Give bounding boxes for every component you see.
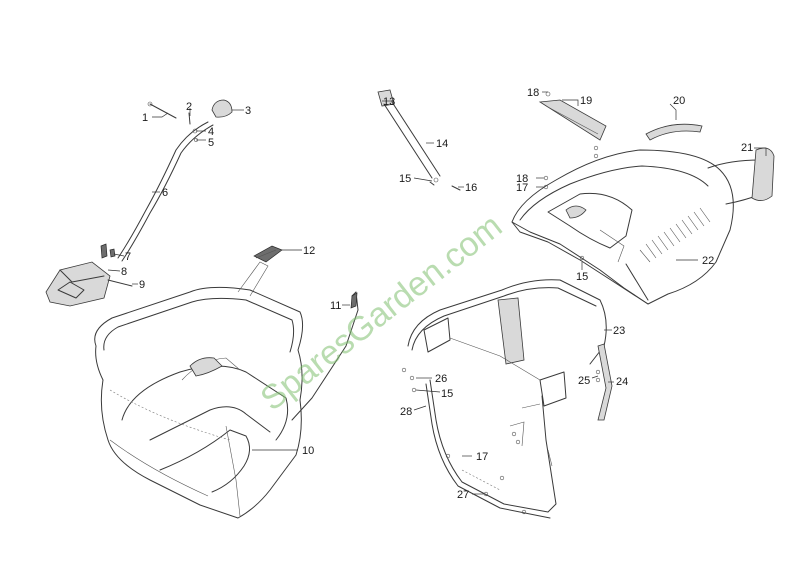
part-label-21: 21 xyxy=(741,142,753,154)
frame-screws xyxy=(401,367,527,515)
grass-box-lower xyxy=(94,261,304,519)
part-label-1: 1 xyxy=(142,112,148,124)
rear-cover-part-22 xyxy=(511,123,775,305)
watermark-logo: SparesGarden.com xyxy=(254,207,510,418)
part-label-18b: 18 xyxy=(516,173,528,185)
part-label-6: 6 xyxy=(162,187,168,199)
leader-lines xyxy=(107,91,767,495)
trim-part-19 xyxy=(538,91,607,141)
part-label-26: 26 xyxy=(435,373,447,385)
part-label-22: 22 xyxy=(702,255,714,267)
part-label-17a: 17 xyxy=(516,182,528,194)
part-label-11: 11 xyxy=(330,300,341,312)
part-label-12: 12 xyxy=(303,245,315,257)
height-adjust-lever-assembly xyxy=(45,99,233,307)
side-strip-part-24 xyxy=(595,343,613,421)
part-labels: 1 2 3 4 5 6 7 8 9 10 11 12 13 14 15 16 1… xyxy=(121,87,753,501)
part-label-8: 8 xyxy=(121,266,127,278)
part-label-10: 10 xyxy=(302,445,314,457)
frame-part-28 xyxy=(407,279,607,519)
handle-part-14 xyxy=(377,89,461,191)
part-label-2: 2 xyxy=(186,101,192,113)
part-label-28: 28 xyxy=(400,406,412,418)
part-label-23: 23 xyxy=(613,325,625,337)
part-label-18a: 18 xyxy=(527,87,539,99)
grip-part-12 xyxy=(253,245,283,263)
part-label-7: 7 xyxy=(125,251,131,263)
part-label-20: 20 xyxy=(673,95,685,107)
strip-part-11 xyxy=(291,291,359,421)
part-label-15b: 15 xyxy=(576,271,588,283)
part-label-17b: 17 xyxy=(476,451,488,463)
part-label-24: 24 xyxy=(616,376,628,388)
part-label-14: 14 xyxy=(436,138,448,150)
part-label-9: 9 xyxy=(139,279,145,291)
part-label-27: 27 xyxy=(457,489,469,501)
part-label-25: 25 xyxy=(578,375,590,387)
part-label-15c: 15 xyxy=(441,388,453,400)
part-label-13: 13 xyxy=(383,96,395,108)
part-label-19: 19 xyxy=(580,95,592,107)
cover-screws xyxy=(543,145,599,261)
part-label-16: 16 xyxy=(465,182,477,194)
part-label-5: 5 xyxy=(208,137,214,149)
part-label-4: 4 xyxy=(208,126,214,138)
part-label-15a: 15 xyxy=(399,173,411,185)
part-label-3: 3 xyxy=(245,105,251,117)
